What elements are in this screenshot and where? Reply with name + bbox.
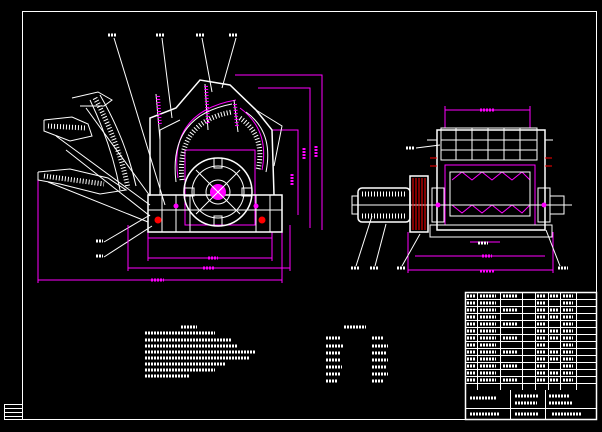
front-view — [351, 106, 572, 273]
blow-bar — [241, 187, 253, 197]
upper-housing — [149, 79, 275, 196]
drive-train — [351, 175, 572, 233]
rotor — [183, 157, 253, 227]
spring-3 — [233, 103, 239, 127]
crusher-body — [147, 79, 283, 233]
rotor-front — [449, 171, 531, 217]
spring-1 — [156, 95, 162, 127]
anchor-bolt — [154, 216, 162, 224]
side-view-leaders — [103, 37, 237, 258]
front-view-dimensions — [407, 106, 554, 273]
feed-hopper — [440, 127, 538, 161]
pulley — [409, 175, 429, 233]
side-view — [37, 37, 323, 283]
bearing-left — [431, 187, 445, 223]
drawing-frame — [4, 11, 597, 420]
blow-bar — [213, 157, 223, 169]
front-housing — [427, 127, 553, 238]
blow-bar — [183, 187, 195, 197]
parameter-table — [326, 325, 388, 383]
anchor-bolt — [258, 216, 266, 224]
opened-rear-cover — [37, 91, 151, 223]
front-base — [429, 224, 553, 238]
annotation-lettering — [96, 33, 568, 282]
technical-notes — [145, 325, 255, 378]
title-block — [464, 291, 598, 421]
blow-bar — [213, 215, 223, 227]
rotor-hammer-profile — [451, 171, 531, 181]
front-view-leaders — [355, 144, 561, 267]
spring-2 — [204, 85, 210, 125]
border-frame — [22, 11, 597, 420]
